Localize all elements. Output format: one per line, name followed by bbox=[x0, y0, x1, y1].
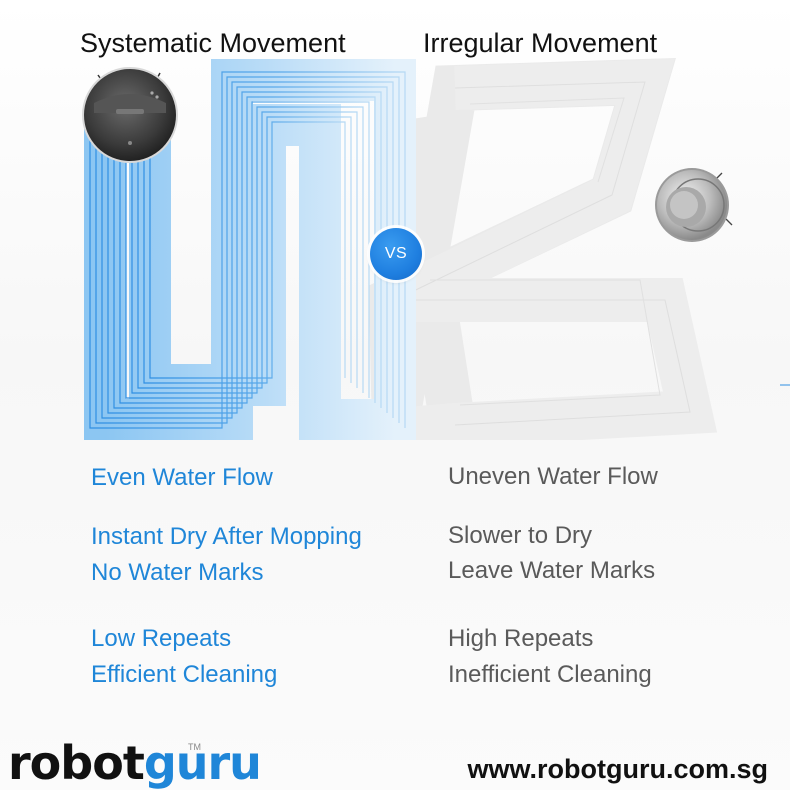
irregular-movement-title: Irregular Movement bbox=[423, 28, 658, 58]
feature-slower-to-dry: Slower to Dry bbox=[448, 522, 593, 549]
feature-uneven-water-flow: Uneven Water Flow bbox=[448, 463, 658, 490]
logo-guru-text: guru bbox=[143, 736, 262, 790]
feature-high-repeats: High Repeats bbox=[448, 625, 594, 652]
feature-even-water-flow: Even Water Flow bbox=[91, 464, 273, 491]
feature-leave-water-marks: Leave Water Marks bbox=[448, 557, 656, 584]
feature-inefficient-cleaning: Inefficient Cleaning bbox=[448, 661, 652, 688]
systematic-path bbox=[84, 59, 416, 440]
robot-vacuum-dark-icon bbox=[82, 67, 178, 163]
movement-comparison-illustration bbox=[82, 58, 790, 440]
feature-low-repeats: Low Repeats bbox=[91, 625, 232, 652]
trademark-mark: TM bbox=[188, 742, 201, 752]
logo-robot-text: robot bbox=[8, 736, 145, 790]
robotguru-logo: robotguru bbox=[8, 736, 262, 790]
feature-no-water-marks: No Water Marks bbox=[91, 559, 264, 586]
vs-badge: VS bbox=[370, 228, 422, 280]
feature-efficient-cleaning: Efficient Cleaning bbox=[91, 661, 278, 688]
systematic-movement-title: Systematic Movement bbox=[80, 28, 346, 58]
robot-vacuum-silver-icon bbox=[655, 168, 733, 242]
website-url: www.robotguru.com.sg bbox=[467, 754, 769, 784]
feature-instant-dry: Instant Dry After Mopping bbox=[91, 523, 362, 550]
irregular-path bbox=[368, 58, 718, 440]
